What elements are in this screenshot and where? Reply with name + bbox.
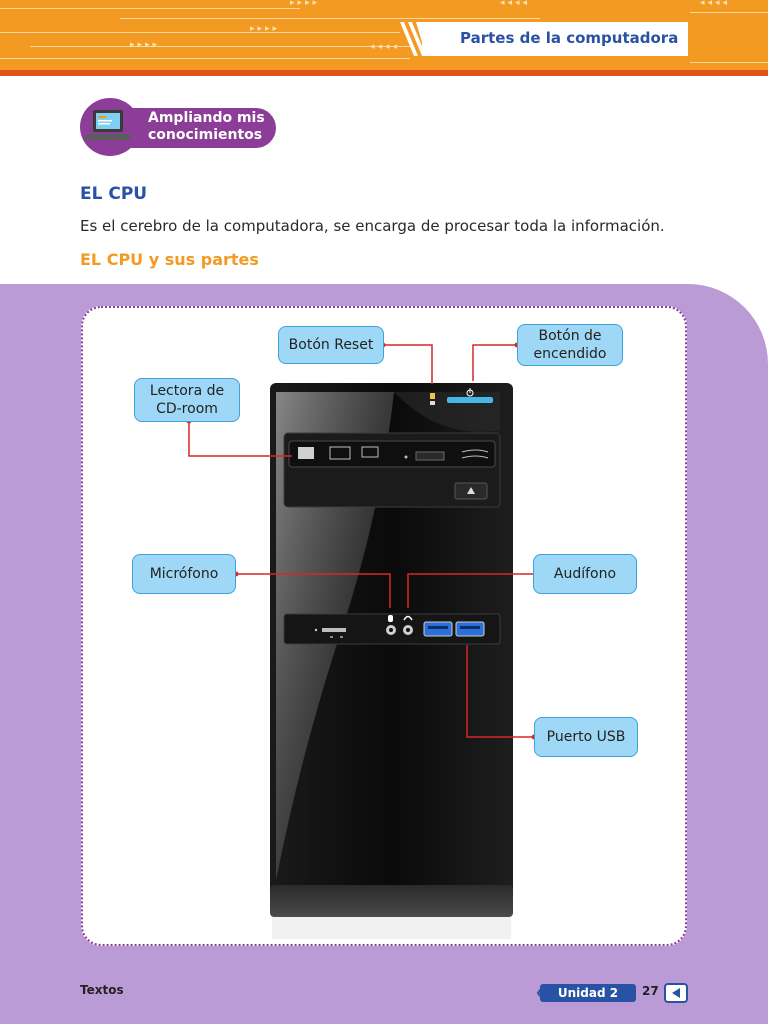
decor-arrows: ▸▸▸▸ — [290, 0, 321, 8]
heading-cpu: EL CPU — [80, 184, 148, 204]
heading-cpu-parts: EL CPU y sus partes — [80, 250, 259, 269]
page-header: ▸▸▸▸ ▸▸▸▸ ▸▸▸▸ ◂◂◂◂ ◂◂◂◂ ◂◂◂◂ Partes de … — [0, 0, 768, 76]
slash-decoration — [400, 22, 426, 56]
label-usb-port: Puerto USB — [534, 717, 638, 757]
decor-line — [0, 58, 410, 59]
label-power-line-2: encendido — [533, 346, 607, 362]
top-buttons — [430, 388, 493, 405]
label-cd-reader: Lectora de CD-room — [134, 378, 240, 422]
decor-line — [690, 62, 768, 63]
decor-line — [120, 18, 540, 19]
page-number: 27 — [642, 984, 659, 998]
decor-line — [0, 8, 300, 9]
footer-textos: Textos — [80, 983, 124, 997]
unit-badge: Unidad 2 — [540, 984, 636, 1002]
laptop-icon — [84, 110, 132, 140]
footer-pagination: Unidad 2 27 — [536, 983, 690, 1003]
knowledge-badge: Ampliando mis conocimientos — [80, 98, 276, 156]
badge-circle — [80, 98, 140, 156]
decor-arrows: ◂◂◂◂ — [700, 0, 731, 8]
decor-arrows: ◂◂◂◂ — [370, 42, 401, 52]
section-title-tab: Partes de la computadora — [400, 22, 688, 56]
front-ports — [386, 615, 485, 637]
label-reset-button: Botón Reset — [278, 326, 384, 364]
badge-label: Ampliando mis conocimientos — [148, 110, 265, 144]
label-cd-line-1: Lectora de — [149, 383, 225, 399]
cd-drive — [283, 432, 501, 508]
connector-lines — [188, 344, 536, 738]
cpu-description: Es el cerebro de la computadora, se enca… — [80, 217, 665, 235]
label-microphone: Micrófono — [132, 554, 236, 594]
badge-line-1: Ampliando mis — [148, 110, 265, 126]
page-nav-button[interactable] — [664, 983, 688, 1003]
arrow-left-icon — [672, 988, 680, 998]
badge-line-2: conocimientos — [148, 127, 263, 143]
decor-line — [30, 46, 410, 47]
label-power-line-1: Botón de — [538, 328, 602, 344]
decor-line — [0, 32, 400, 33]
connector-cd — [188, 421, 292, 457]
label-power-button: Botón de encendido — [517, 324, 623, 366]
label-headphone: Audífono — [533, 554, 637, 594]
connector-headphone — [407, 573, 536, 608]
section-title: Partes de la computadora — [460, 29, 679, 47]
decor-arrows: ▸▸▸▸ — [130, 40, 161, 50]
connector-microphone — [236, 573, 391, 608]
decor-arrows: ◂◂◂◂ — [500, 0, 531, 8]
connector-power — [472, 344, 517, 381]
decor-arrows: ▸▸▸▸ — [250, 24, 281, 34]
header-stripe — [0, 70, 768, 76]
connector-reset — [383, 344, 433, 384]
decor-line — [690, 12, 768, 13]
label-cd-line-2: CD-room — [156, 401, 218, 417]
connector-usb — [466, 645, 534, 738]
